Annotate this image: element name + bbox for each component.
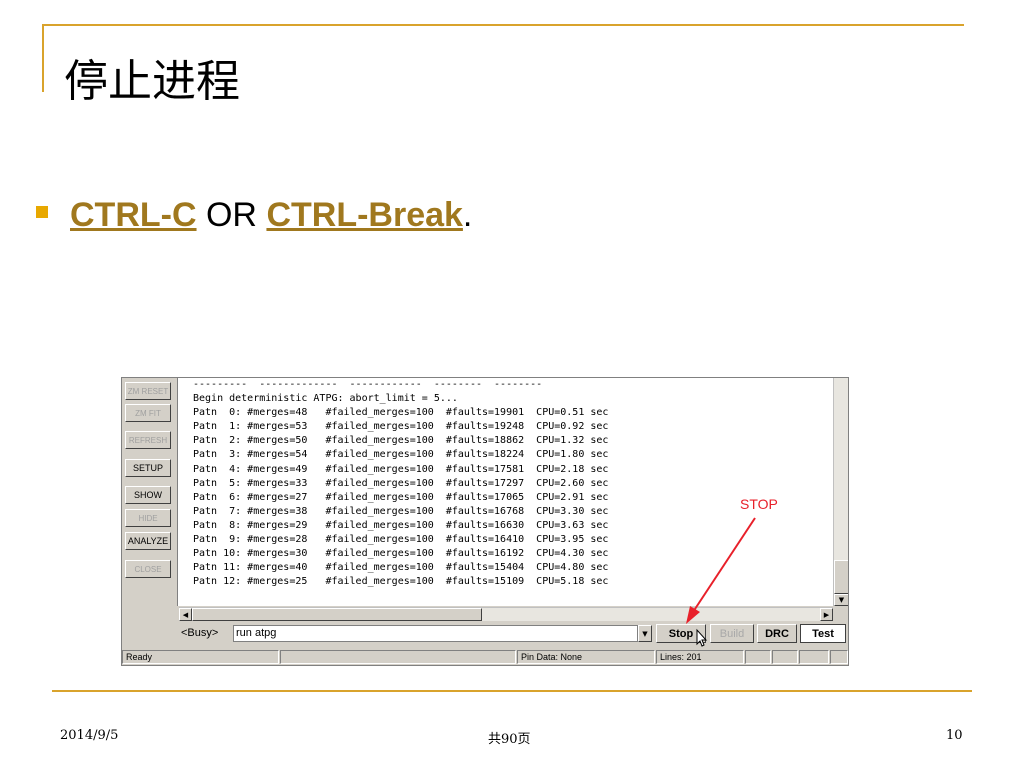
resize-grip-icon[interactable] xyxy=(830,650,848,664)
bottom-rule xyxy=(52,690,972,692)
horizontal-scroll-thumb[interactable] xyxy=(192,608,482,621)
scroll-down-arrow-icon[interactable]: ▼ xyxy=(834,594,848,606)
drc-button[interactable]: DRC xyxy=(757,624,797,643)
console-line: Patn 11: #merges=40 #failed_merges=100 #… xyxy=(193,562,609,574)
command-history-dropdown-icon[interactable]: ▼ xyxy=(638,625,652,642)
status-ready: Ready xyxy=(122,650,279,664)
sidebar: ZM RESET ZM FIT REFRESH SETUP SHOW HIDE … xyxy=(122,378,177,646)
analyze-button[interactable]: ANALYZE xyxy=(125,532,171,550)
status-blank-3 xyxy=(772,650,798,664)
period-text: . xyxy=(462,196,473,234)
footer-total-pages: 共90页 xyxy=(488,732,531,747)
top-rule xyxy=(42,24,964,26)
console-line: Patn 8: #merges=29 #failed_merges=100 #f… xyxy=(193,519,609,531)
console-line: Patn 12: #merges=25 #failed_merges=100 #… xyxy=(193,576,609,588)
command-input[interactable]: run atpg xyxy=(233,625,638,642)
refresh-button[interactable]: REFRESH xyxy=(125,431,171,449)
vertical-scrollbar[interactable]: ▼ xyxy=(833,378,848,606)
zm-reset-button[interactable]: ZM RESET xyxy=(125,382,171,400)
command-bar: <Busy> run atpg ▼ Stop Build DRC Test xyxy=(177,623,848,645)
ctrl-break-link[interactable]: CTRL-Break xyxy=(266,196,463,234)
zm-fit-button[interactable]: ZM FIT xyxy=(125,404,171,422)
console-line: --------- ------------- ------------ ---… xyxy=(193,379,543,390)
show-button[interactable]: SHOW xyxy=(125,486,171,504)
horizontal-scrollbar[interactable]: ◀ ▶ xyxy=(179,607,833,621)
console-line: Patn 0: #merges=48 #failed_merges=100 #f… xyxy=(193,407,609,419)
console-line: Patn 4: #merges=49 #failed_merges=100 #f… xyxy=(193,463,609,475)
scroll-right-arrow-icon[interactable]: ▶ xyxy=(820,608,833,621)
console-line: Patn 10: #merges=30 #failed_merges=100 #… xyxy=(193,548,609,560)
console-line: Begin deterministic ATPG: abort_limit = … xyxy=(193,393,458,405)
busy-label: <Busy> xyxy=(181,627,219,639)
mouse-cursor-icon xyxy=(696,628,708,647)
left-rule xyxy=(42,24,44,92)
bullet-item: CTRL-C OR CTRL-Break . xyxy=(36,196,472,235)
ctrl-c-link[interactable]: CTRL-C xyxy=(70,196,197,234)
console-line: Patn 3: #merges=54 #failed_merges=100 #f… xyxy=(193,449,609,461)
transcript-console[interactable]: --------- ------------- ------------ ---… xyxy=(177,378,833,606)
console-line: Patn 9: #merges=28 #failed_merges=100 #f… xyxy=(193,534,609,546)
test-button[interactable]: Test xyxy=(800,624,846,643)
console-line: Patn 7: #merges=38 #failed_merges=100 #f… xyxy=(193,505,609,517)
status-bar: Ready Pin Data: None Lines: 201 xyxy=(122,648,848,665)
stop-annotation: STOP xyxy=(740,496,778,512)
console-line: Patn 5: #merges=33 #failed_merges=100 #f… xyxy=(193,477,609,489)
console-line: Patn 2: #merges=50 #failed_merges=100 #f… xyxy=(193,435,609,447)
status-blank-1 xyxy=(280,650,516,664)
console-line: Patn 6: #merges=27 #failed_merges=100 #f… xyxy=(193,491,609,503)
status-blank-4 xyxy=(799,650,829,664)
footer-date: 2014/9/5 xyxy=(60,728,119,743)
slide-title: 停止进程 xyxy=(64,56,240,107)
atpg-tool-screenshot: ZM RESET ZM FIT REFRESH SETUP SHOW HIDE … xyxy=(121,377,849,666)
build-button[interactable]: Build xyxy=(710,624,754,643)
setup-button[interactable]: SETUP xyxy=(125,459,171,477)
console-line: Patn 1: #merges=53 #failed_merges=100 #f… xyxy=(193,421,609,433)
scroll-left-arrow-icon[interactable]: ◀ xyxy=(179,608,192,621)
footer-page-number: 10 xyxy=(946,728,963,743)
status-lines: Lines: 201 xyxy=(656,650,744,664)
status-pin-data: Pin Data: None xyxy=(517,650,655,664)
or-text: OR xyxy=(196,196,267,234)
status-blank-2 xyxy=(745,650,771,664)
hide-button[interactable]: HIDE xyxy=(125,509,171,527)
vertical-scroll-thumb[interactable] xyxy=(834,560,848,594)
bullet-square-icon xyxy=(36,206,48,218)
stop-button[interactable]: Stop xyxy=(656,624,706,643)
close-button[interactable]: CLOSE xyxy=(125,560,171,578)
